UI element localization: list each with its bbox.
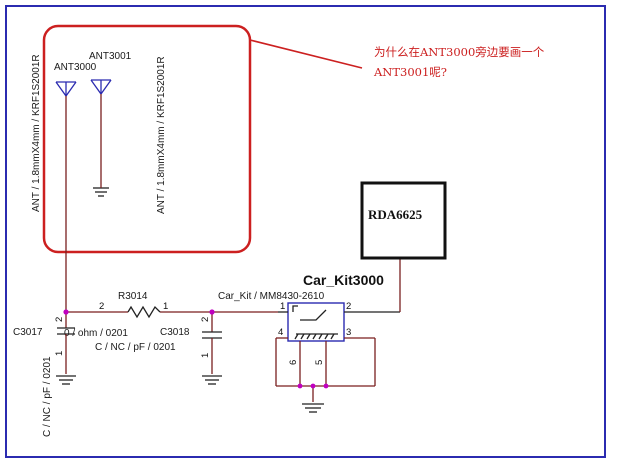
c3017-pin-bottom: 1 (54, 351, 65, 356)
c3017-pin-top: 2 (54, 317, 65, 322)
r3014-ref: R3014 (118, 291, 148, 302)
callout-line (249, 39, 363, 69)
resistor-r3014 (127, 305, 161, 319)
ant3001-ref: ANT3001 (89, 51, 132, 62)
capacitor-c3017 (56, 312, 76, 385)
c3018-pin-top: 2 (200, 317, 211, 322)
carkit-ref: Car_Kit3000 (303, 272, 384, 288)
junction-dot (63, 309, 69, 315)
carkit-pin-6: 6 (288, 360, 299, 365)
r3014-value: 0 / ohm / 0201 (64, 328, 128, 339)
rda-label: RDA6625 (368, 207, 423, 222)
r3014-pin-left: 2 (99, 301, 104, 312)
carkit-pin-4: 4 (278, 327, 283, 338)
antenna-ant3000 (55, 81, 77, 312)
ant3001-part: ANT / 1.8mmX4mm / KRF1S2001R (156, 56, 167, 214)
carkit-pin-3: 3 (346, 327, 351, 338)
carkit-switch (275, 302, 400, 413)
capacitor-c3018 (202, 312, 222, 385)
c3018-ref: C3018 (160, 327, 190, 338)
junction-dot (209, 309, 215, 315)
annotation-line-1: 为什么在ANT3000旁边要画一个 (374, 45, 545, 59)
highlight-box (42, 24, 252, 254)
c3017-value: C / NC / pF / 0201 (42, 356, 53, 437)
antenna-ant3001 (90, 79, 112, 197)
carkit-value: Car_Kit / MM8430-2610 (218, 291, 325, 302)
annotation-line-2: ANT3001呢? (373, 65, 447, 79)
c3018-value: C / NC / pF / 0201 (95, 342, 176, 353)
carkit-pin-1: 1 (280, 301, 285, 312)
c3018-pin-bottom: 1 (200, 353, 211, 358)
r3014-pin-right: 1 (163, 301, 168, 312)
carkit-pin-5: 5 (314, 360, 325, 365)
c3017-ref: C3017 (13, 327, 43, 338)
rda-block (360, 181, 447, 260)
ant3000-part: ANT / 1.8mmX4mm / KRF1S2001R (31, 54, 42, 212)
ant3000-ref: ANT3000 (54, 62, 97, 73)
carkit-pin-2: 2 (346, 301, 351, 312)
sheet-frame (5, 5, 606, 458)
